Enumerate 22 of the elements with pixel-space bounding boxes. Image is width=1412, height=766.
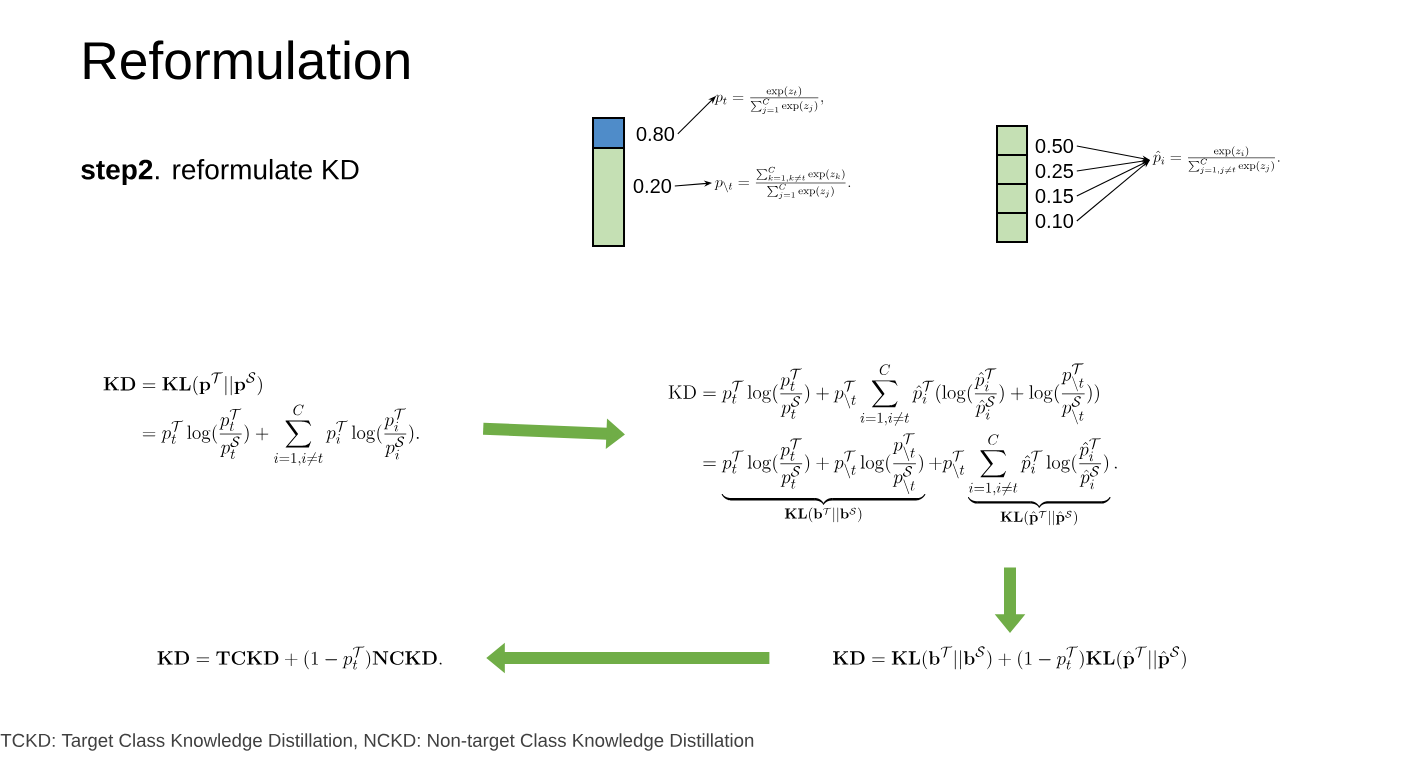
formula: $\begin{aligned}\mathrm{KD} &= p_t^{\mathcal{T}}\log(\frac{p_t^{\mathcal{T}}}{p_t^{\mathcal{S}}}) + p_{\setminus t}^{\mathcal{T}}\sum_{i=1,i\neq t}^{C}\hat{p}_i^{\mathcal{T}}(\log(\frac{\hat{p}_i^{\mathcal{T}}}{\hat{p}_i^{\mathcal{S}}}) + \log(\frac{p_{\setminus t}^{\mathcal{T}}}{p_{\setminus t}^{\mathcal{S}}}))\\ &= \underbrace{p_t^{\mathcal{T}}\log(\frac{p_t^{\mathcal{T}}}{p_t^{\mathcal{S}}}) + p_{\setminus t}^{\mathcal{T}}\log(\frac{p_{\setminus t}^{\mathcal{T}}}{p_{\setminus t}^{\mathcal{S}}})}_{\mathbf{KL}(\mathbf{b}^{\mathcal{T}}||\mathbf{b}^{\mathcal{S}})} + p_{\setminus t}^{\mathcal{T}}\underbrace{\sum_{i=1,i\neq t}^{C}\hat{p}_i^{\mathcal{T}}\log(\frac{\hat{p}_i^{\mathcal{T}}}{\hat{p}_i^{\mathcal{S}}})}_{\mathbf{KL}(\hat{\mathbf{p}}^{\mathcal{T}}||\hat{\mathbf{p}}^{\mathcal{S}})}.\end{aligned}$ — [668, 363, 1117, 526]
title: Reformulation — [84, 40, 409, 80]
probability-value: 0.10 — [1035, 213, 1074, 229]
arrow — [677, 96, 716, 135]
formula: $p_t = \frac{\exp(z_t)}{\sum_{j=1}^{C}\exp(z_j)},$ — [714, 86, 824, 114]
arrow — [674, 180, 712, 187]
arrow — [1076, 160, 1150, 222]
formula: $\mathbf{KD} = \mathbf{TCKD} + (1 - p_t^{\mathcal{T}})\mathbf{NCKD}.$ — [157, 646, 442, 670]
probability-value: 0.15 — [1035, 188, 1074, 204]
arrow — [1076, 145, 1150, 162]
probability-value: 0.25 — [1035, 163, 1074, 179]
step-heading: step2. reformulate KD — [81, 158, 359, 186]
formula: $\begin{aligned}\mathbf{KD} &= \mathbf{KL}(\mathbf{p}^{\mathcal{T}}||\mathbf{p}^{\mathcal{S}})\\ &= p_t^{\mathcal{T}}\log(\frac{p_t^{\mathcal{T}}}{p_t^{\mathcal{S}}}) + \sum_{i=1,i\neq t}^{C} p_i^{\mathcal{T}}\log(\frac{p_i^{\mathcal{T}}}{p_i^{\mathcal{S}}}).\end{aligned}$ — [103, 372, 419, 466]
arrow — [1076, 160, 1150, 197]
formula: $p_{\setminus t} = \frac{\sum_{k=1,k\neq t}^{C}\exp(z_k)}{\sum_{j=1}^{C}\exp(z_j)}.$ — [714, 166, 851, 200]
probability-value: 0.80 — [636, 126, 675, 142]
probability-value: 0.50 — [1035, 138, 1074, 154]
probability-value: 0.20 — [633, 178, 672, 194]
footnote: TCKD: Target Class Knowledge Distillation, NCKD: Non-target Class Knowledge Distillation — [0, 733, 754, 751]
formula: $\mathbf{KD} = \mathbf{KL}(\mathbf{b}^{\mathcal{T}}||\mathbf{b}^{\mathcal{S}}) + (1 - p_t^{\mathcal{T}})\mathbf{KL}(\hat{\mathbf{p}}^{\mathcal{T}}||\hat{\mathbf{p}}^{\mathcal{S}})$ — [833, 646, 1186, 670]
arrow — [1076, 158, 1150, 172]
formula: $\hat{p}_i = \frac{\exp(z_i)}{\sum_{j=1,j\neq t}^{C}\exp(z_j)}.$ — [1152, 146, 1280, 174]
